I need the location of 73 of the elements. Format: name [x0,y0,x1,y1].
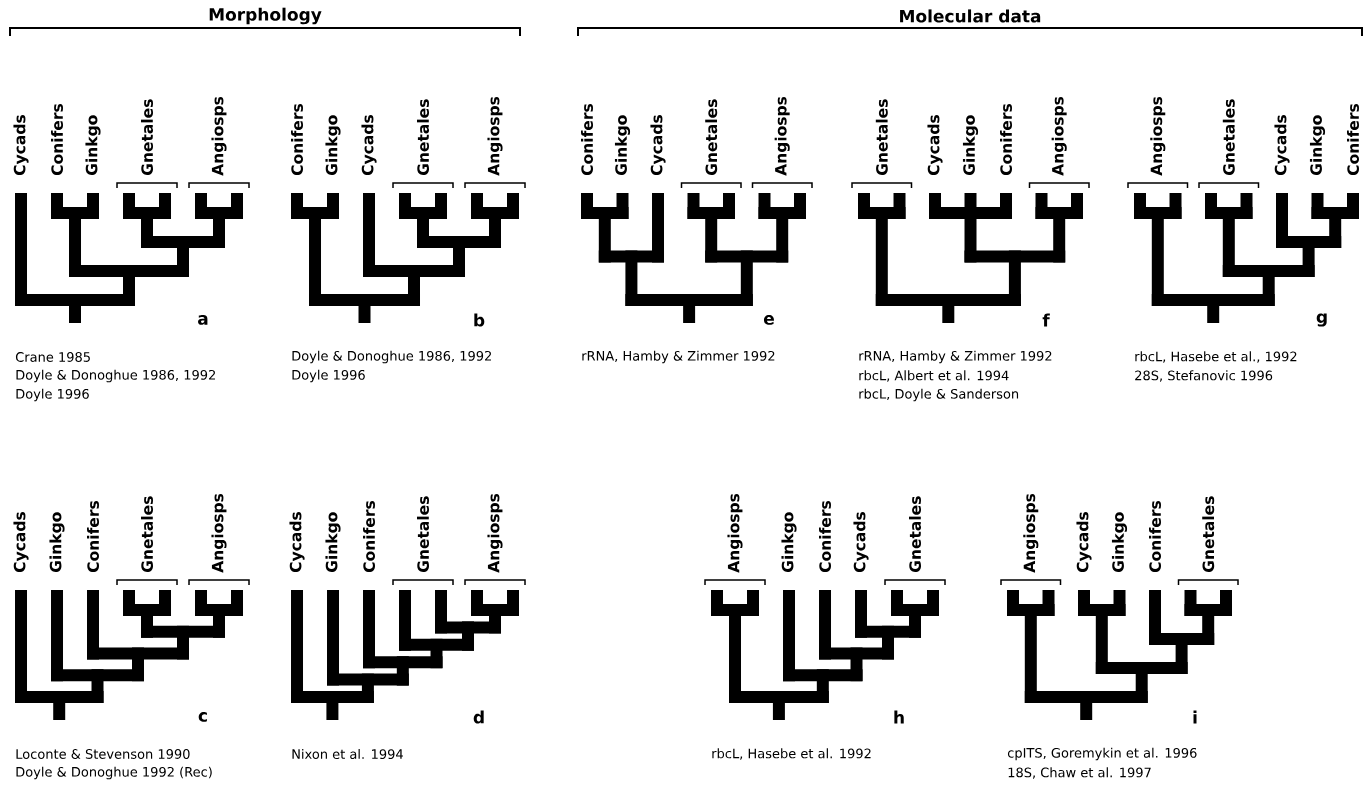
taxon-label: Angiosps [1051,96,1067,176]
taxon-label: Cycads [1076,512,1092,573]
citation: Doyle & Donoghue 1986, 1992 [292,350,491,364]
citation: rbcL, Doyle & Sanderson [859,388,1019,402]
taxon-label: Conifers [581,104,593,176]
citation: cpITS, Goremykin et al. 1996 [1007,747,1197,761]
taxon-label: Cycads [1274,115,1290,176]
taxon-label: Angiosps [727,493,743,573]
citation: Loconte & Stevenson 1990 [16,749,190,759]
citation: Doyle 1996 [292,369,365,383]
taxon-label: Conifers [1347,104,1359,176]
taxon-label: Gnetales [909,496,921,573]
panel-letter: f [1042,313,1050,327]
citation: rbcL, Hasebe et al. 1992 [712,748,871,760]
taxon-label: Conifers [87,501,99,573]
citation: rRNA, Hamby & Zimmer 1992 [859,350,1052,364]
citation: Doyle & Donoghue 1986, 1992 [16,369,215,383]
taxon-label: Ginkgo [614,115,631,176]
taxon-label: Cycads [13,512,29,573]
taxon-label: Cycads [927,115,943,176]
citation: Doyle & Donoghue 1992 (Rec) [16,766,212,780]
taxon-label: Angiosps [487,493,503,573]
panel-letter: c [198,712,207,722]
citation: Crane 1985 [15,352,90,362]
panel-letter: h [894,710,904,724]
taxon-label: Angiosps [774,96,790,176]
panel-letter: i [1193,710,1197,724]
taxon-label: Angiosps [1023,493,1039,573]
taxon-label: Cycads [361,115,377,176]
taxon-label: Gnetales [417,496,429,573]
taxon-label: Ginkgo [1111,512,1128,573]
citation: rbcL, Hasebe et al., 1992 [1135,351,1297,363]
taxon-label: Gnetales [141,99,153,176]
panel-letter: a [198,315,208,325]
taxon-label: Gnetales [875,99,888,176]
taxon-label: Angiosps [211,96,227,176]
taxon-label: Conifers [819,501,831,573]
taxon-label: Ginkgo [85,115,101,176]
taxon-label: Ginkgo [325,512,341,573]
citation: 18S, Chaw et al. 1997 [1008,767,1151,779]
taxon-label: Conifers [1000,104,1012,176]
taxon-label: Conifers [363,501,375,573]
taxon-label: Gnetales [417,99,429,176]
taxon-label: Angiosps [211,493,227,573]
taxon-label: Ginkgo [49,512,65,573]
taxon-label: Gnetales [705,99,718,176]
taxon-label: Cycads [13,115,29,176]
panel-letter: g [1316,313,1327,327]
taxon-label: Conifers [291,104,303,176]
taxon-label: Gnetales [1222,99,1235,176]
citation: rbcL, Albert et al. 1994 [859,370,1009,382]
taxon-label: Cycads [853,512,869,573]
taxon-label: Conifers [51,104,63,176]
taxon-label: Conifers [1149,501,1161,573]
section-heading: Molecular data [897,8,1043,24]
citation: 28S, Stefanovic 1996 [1135,370,1273,382]
taxon-label: Ginkgo [1309,115,1326,176]
taxon-label: Angiosps [1150,96,1166,176]
taxon-label: Angiosps [487,96,503,176]
taxon-label: Gnetales [1202,496,1215,573]
section-heading: Morphology [207,6,323,26]
citation: rRNA, Hamby & Zimmer 1992 [582,350,775,364]
panel-letter: d [473,710,484,724]
panel-letter: b [474,313,485,327]
taxon-label: Ginkgo [962,115,979,176]
taxon-label: Gnetales [141,496,153,573]
citation: Doyle 1996 [16,388,89,402]
taxon-label: Ginkgo [781,512,797,573]
citation: Nixon et al. 1994 [292,748,403,760]
panel-letter: e [764,315,774,325]
taxon-label: Cycads [650,115,666,176]
taxon-label: Ginkgo [325,115,341,176]
taxon-label: Cycads [289,512,305,573]
